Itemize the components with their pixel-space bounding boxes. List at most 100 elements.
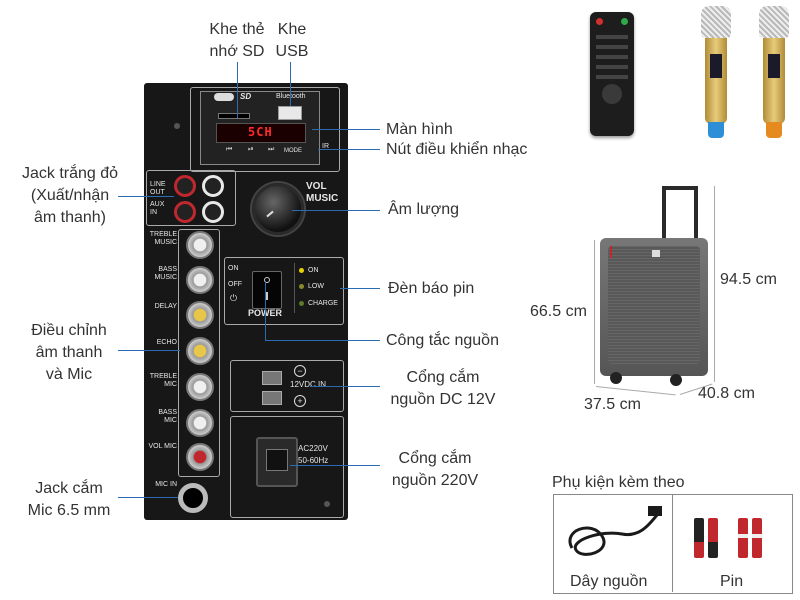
volume-label: Âm lượng xyxy=(388,201,459,218)
switch-i-mark xyxy=(266,292,268,300)
mode-button[interactable]: MODE xyxy=(284,148,302,154)
echo-knob[interactable] xyxy=(186,337,214,365)
callout-line-music xyxy=(318,149,380,150)
aux-in-red-jack[interactable] xyxy=(174,201,196,223)
play-pause-button[interactable]: ⏯ xyxy=(248,146,254,153)
dc-terminal-positive[interactable] xyxy=(262,391,282,405)
battery-1 xyxy=(694,518,704,558)
aux-in-white-jack[interactable] xyxy=(202,201,224,223)
dim-total-height: 94.5 cm xyxy=(720,271,777,288)
dc-port-label-1: Cổng cắm xyxy=(406,369,480,386)
callout-line-sound xyxy=(118,350,180,351)
dim-line-total-height xyxy=(714,186,715,382)
plus-icon: + xyxy=(294,395,306,407)
dc-port-label-2: nguồn DC 12V xyxy=(390,391,496,408)
power-switch[interactable] xyxy=(252,271,282,309)
screw xyxy=(324,501,330,507)
off-label: OFF xyxy=(228,281,242,288)
dim-body-height: 66.5 cm xyxy=(530,303,587,320)
volume-knob[interactable] xyxy=(252,183,304,235)
mic-2-head xyxy=(759,6,789,38)
bass-music-knob[interactable] xyxy=(186,266,214,294)
music-control-buttons: ⏮ ⏯ ⏭ MODE xyxy=(218,145,304,157)
mic-2-ring xyxy=(766,122,782,138)
delay-label: DELAY xyxy=(154,303,177,310)
treble-music-label: TREBLE MUSIC xyxy=(149,231,177,246)
delay-knob[interactable] xyxy=(186,301,214,329)
callout-line-dc xyxy=(310,386,380,387)
prev-button[interactable]: ⏮ xyxy=(226,146,233,153)
display-text: 5CH xyxy=(248,125,273,139)
battery-2 xyxy=(708,518,718,558)
mic-in-jack[interactable] xyxy=(178,483,208,513)
vol-mic-knob[interactable] xyxy=(186,443,214,471)
remote-dpad xyxy=(602,84,622,104)
bass-mic-knob[interactable] xyxy=(186,409,214,437)
aux-in-label: AUX IN xyxy=(150,201,165,216)
microphone-2 xyxy=(756,6,792,144)
power-box xyxy=(224,257,344,325)
line-out-white-jack[interactable] xyxy=(202,175,224,197)
sd-slot-label-2: nhớ SD xyxy=(209,43,265,60)
led-low-dot xyxy=(299,284,304,289)
callout-line-sd xyxy=(237,62,238,118)
next-button[interactable]: ⏭ xyxy=(268,146,275,153)
battery-image xyxy=(690,516,780,560)
sd-slot-label-1: Khe thẻ xyxy=(209,21,265,38)
mic-1-screen xyxy=(710,54,722,78)
speaker-wheel-left xyxy=(610,372,622,384)
callout-line-mic xyxy=(118,497,178,498)
ac-port-label-2: nguồn 220V xyxy=(391,472,479,489)
callout-line-ac xyxy=(290,465,380,466)
ac-socket-inner xyxy=(266,449,288,471)
dc-terminal-negative[interactable] xyxy=(262,371,282,385)
battery-4 xyxy=(752,518,762,558)
ac-port-box xyxy=(230,416,344,518)
dim-width: 37.5 cm xyxy=(584,396,641,413)
power-cable-image xyxy=(562,500,666,566)
callout-line-battery xyxy=(340,288,380,289)
power-cable-label: Dây nguồn xyxy=(570,573,648,590)
mic-2-body xyxy=(763,38,785,124)
remote-control xyxy=(590,12,634,136)
accessories-box xyxy=(553,494,793,594)
line-out-red-jack[interactable] xyxy=(174,175,196,197)
screen-label: Màn hình xyxy=(386,121,453,138)
ir-label: IR xyxy=(322,143,329,150)
callout-line-power xyxy=(265,340,380,341)
led-low-label: LOW xyxy=(308,283,324,290)
mic-2-screen xyxy=(768,54,780,78)
usb-slot-label-2: USB xyxy=(275,43,309,60)
dim-depth: 40.8 cm xyxy=(698,385,755,402)
speaker-logo xyxy=(652,250,660,257)
callout-line-volume xyxy=(292,210,380,211)
led-charge-dot xyxy=(299,301,304,306)
led-charge-label: CHARGE xyxy=(308,300,338,307)
remote-green-button xyxy=(621,18,628,25)
mic-jack-label-1: Jack cắm xyxy=(35,480,103,497)
vol-mic-label: VOL MIC xyxy=(148,443,177,450)
treble-music-knob[interactable] xyxy=(186,231,214,259)
sd-card-slot[interactable] xyxy=(218,113,250,119)
card-logo: SD xyxy=(240,92,252,101)
dim-line-width xyxy=(595,386,676,396)
speaker-grille xyxy=(608,246,700,364)
bass-mic-label: BASS MIC xyxy=(158,409,177,424)
led-on-dot xyxy=(299,268,304,273)
callout-line-power-v xyxy=(265,282,266,340)
treble-mic-label: TREBLE MIC xyxy=(149,373,177,388)
callout-line-rca xyxy=(118,196,174,197)
treble-mic-knob[interactable] xyxy=(186,373,214,401)
usb-port[interactable] xyxy=(278,106,302,120)
ac-label: AC220V xyxy=(298,444,328,453)
switch-o-mark xyxy=(264,277,270,283)
mic-1-ring xyxy=(708,122,724,138)
callout-line-usb xyxy=(290,62,291,106)
led-on-label: ON xyxy=(308,267,319,274)
echo-label: ECHO xyxy=(156,339,177,346)
power-switch-label: Công tắc nguồn xyxy=(386,332,499,349)
bass-music-label: BASS MUSIC xyxy=(154,266,177,281)
music-controls-label: Nút điều khiển nhạc xyxy=(386,141,528,158)
battery-indicator-label: Đèn báo pin xyxy=(388,280,475,297)
on-label: ON xyxy=(228,265,239,272)
